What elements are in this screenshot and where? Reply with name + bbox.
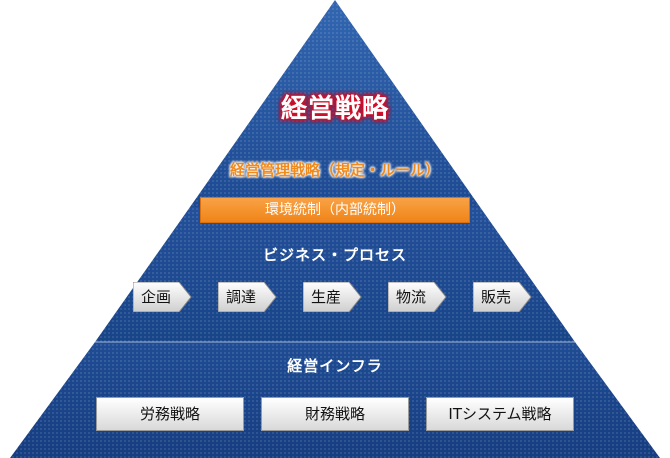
- process-step-label: 調達: [226, 288, 257, 306]
- process-step-planning: 企画: [133, 282, 193, 312]
- management-strategy-label: 経営管理戦略（規定・ルール）: [229, 161, 440, 179]
- business-process-title: ビジネス・プロセス: [262, 246, 407, 264]
- finance-strategy-box: 財務戦略: [261, 397, 409, 431]
- top-title: 経営戦略: [280, 94, 389, 124]
- process-step-label: 販売: [481, 288, 512, 306]
- process-step-procurement: 調達: [218, 282, 278, 312]
- process-step-label: 物流: [396, 288, 427, 306]
- process-step-label: 企画: [141, 288, 172, 306]
- internal-control-bar: 環境統制（内部統制）: [200, 197, 470, 223]
- process-step-logistics: 物流: [388, 282, 448, 312]
- labor-strategy-box: 労務戦略: [96, 397, 244, 431]
- infrastructure-title: 経営インフラ: [287, 357, 383, 375]
- it-system-strategy-box: ITシステム戦略: [426, 397, 574, 431]
- process-step-label: 生産: [311, 288, 342, 306]
- process-step-sales: 販売: [473, 282, 533, 312]
- process-step-production: 生産: [303, 282, 363, 312]
